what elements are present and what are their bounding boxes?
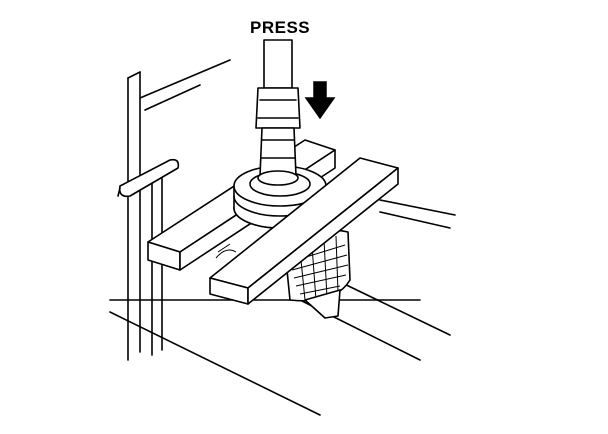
- split-plate-front: [209, 157, 399, 305]
- support-rod: [117, 158, 180, 198]
- arrow-down-icon: [304, 81, 336, 120]
- press-label: PRESS: [250, 18, 311, 37]
- press-ram: [255, 39, 301, 186]
